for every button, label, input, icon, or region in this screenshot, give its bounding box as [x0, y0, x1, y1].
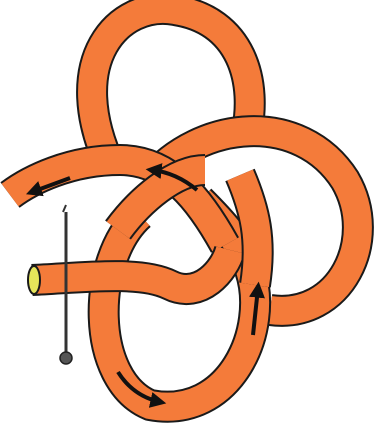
rope-end-icon [28, 266, 40, 294]
rope-strand-working-end [32, 250, 230, 289]
rope [10, 9, 358, 407]
